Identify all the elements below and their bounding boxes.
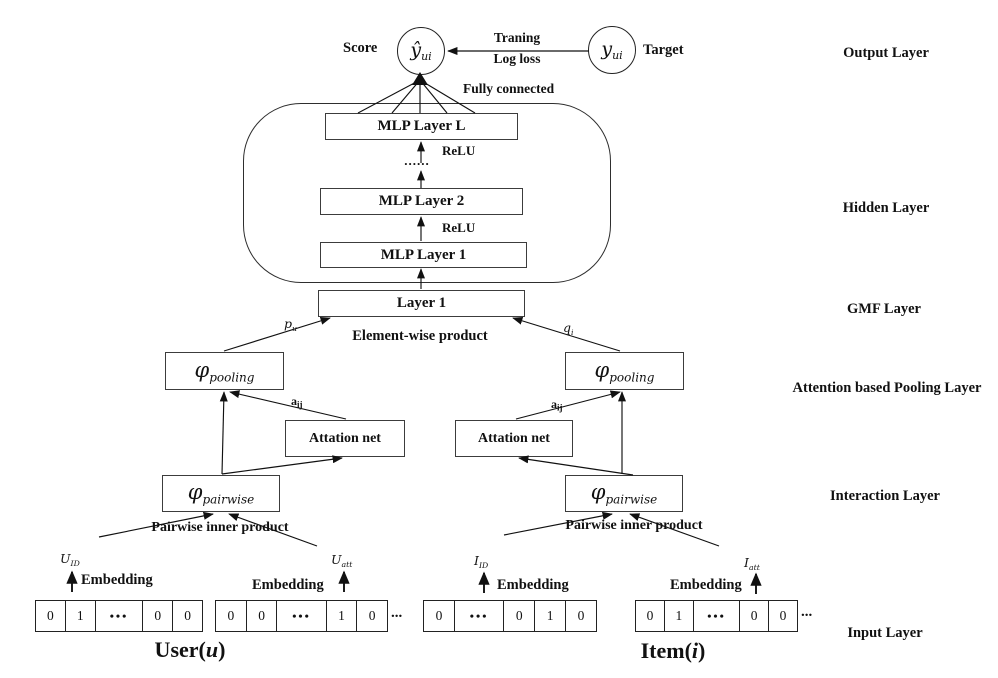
logloss-label: Log loss: [493, 51, 541, 66]
vector-cell: 0: [769, 600, 798, 632]
elementwise-product-label: Element-wise product: [352, 328, 488, 344]
pairwise-right-box: φpairwise: [565, 475, 683, 512]
vector-cell: 0: [566, 600, 597, 632]
attention-weight-left-label: aij: [291, 394, 303, 410]
relu-top-label: ReLU: [442, 143, 476, 158]
relu-bottom-label: ReLU: [442, 220, 476, 235]
vector-cell: 0: [173, 600, 204, 632]
attation-net-left-box: Attation net: [285, 420, 405, 457]
vector-cell: 1: [535, 600, 567, 632]
pooling-right-box: φpooling: [565, 352, 684, 390]
pooling-left-formula: φpooling: [194, 357, 255, 385]
mlp-layer-l-box: MLP Layer L: [325, 113, 518, 140]
uatt-label: Uatt: [331, 552, 353, 569]
mlp-layer-2-box: MLP Layer 2: [320, 188, 523, 215]
item-more-ellipsis: ...: [801, 604, 813, 620]
qi-label: qi: [563, 320, 574, 337]
vector-cell: 0: [423, 600, 455, 632]
vector-cell: 0: [740, 600, 770, 632]
vector-cell: 0: [215, 600, 247, 632]
attation-net-right-box: Attation net: [455, 420, 573, 457]
mlp-layer-1-box: MLP Layer 1: [320, 242, 527, 268]
hidden-ellipsis: ......: [404, 153, 430, 168]
training-label: Traning: [493, 30, 541, 45]
target-node: yui: [588, 26, 636, 74]
embedding-user-right-label: Embedding: [252, 577, 324, 593]
side-label-gmf-layer: GMF Layer: [847, 301, 921, 317]
embedding-item-left-label: Embedding: [497, 577, 569, 593]
pairwise-caption-left: Pairwise inner product: [151, 520, 289, 535]
target-label: Target: [643, 42, 684, 58]
pooling-left-box: φpooling: [165, 352, 284, 390]
vector-cell: •••: [277, 600, 327, 632]
score-formula: ŷui: [410, 38, 432, 64]
vector-cell: 1: [664, 600, 694, 632]
vector-cell: 0: [35, 600, 66, 632]
vector-cell: 0: [246, 600, 278, 632]
uid-label: UID: [60, 551, 80, 568]
vector-cell: 0: [357, 600, 389, 632]
score-label: Score: [343, 40, 378, 56]
fully-connected-label: Fully connected: [463, 81, 555, 96]
vector-cell: 1: [65, 600, 96, 632]
pairwise-left-box: φpairwise: [162, 475, 280, 512]
user-title: User(u): [154, 637, 226, 662]
vector-cell: 1: [326, 600, 358, 632]
user-more-ellipsis: ...: [391, 605, 403, 621]
iid-label: IID: [474, 553, 489, 570]
side-label-output-layer: Output Layer: [843, 45, 929, 61]
target-formula: yui: [601, 37, 623, 63]
score-node: ŷui: [397, 27, 445, 75]
side-label-attention-layer: Attention based Pooling Layer: [792, 380, 982, 396]
pairwise-right-formula: φpairwise: [590, 480, 658, 507]
gmf-layer1-box: Layer 1: [318, 290, 525, 317]
attention-weight-right-label: aij: [551, 397, 563, 413]
vector-cell: •••: [95, 600, 144, 632]
side-label-hidden-layer: Hidden Layer: [842, 200, 930, 216]
item-title: Item(i): [640, 638, 706, 663]
vector-cell: •••: [693, 600, 741, 632]
embedding-user-left-label: Embedding: [81, 572, 153, 588]
pu-label: pu: [284, 316, 298, 333]
embedding-item-right-label: Embedding: [670, 577, 742, 593]
vector-cell: 0: [143, 600, 174, 632]
pairwise-left-formula: φpairwise: [187, 480, 255, 507]
vector-cell: •••: [454, 600, 505, 632]
side-label-input-layer: Input Layer: [847, 625, 923, 641]
vector-cell: 0: [635, 600, 665, 632]
iatt-label: Iatt: [744, 555, 760, 572]
vector-cell: 0: [504, 600, 536, 632]
pairwise-caption-right: Pairwise inner product: [565, 518, 703, 533]
pooling-right-formula: φpooling: [594, 357, 655, 385]
side-label-interaction-layer: Interaction Layer: [830, 488, 940, 504]
